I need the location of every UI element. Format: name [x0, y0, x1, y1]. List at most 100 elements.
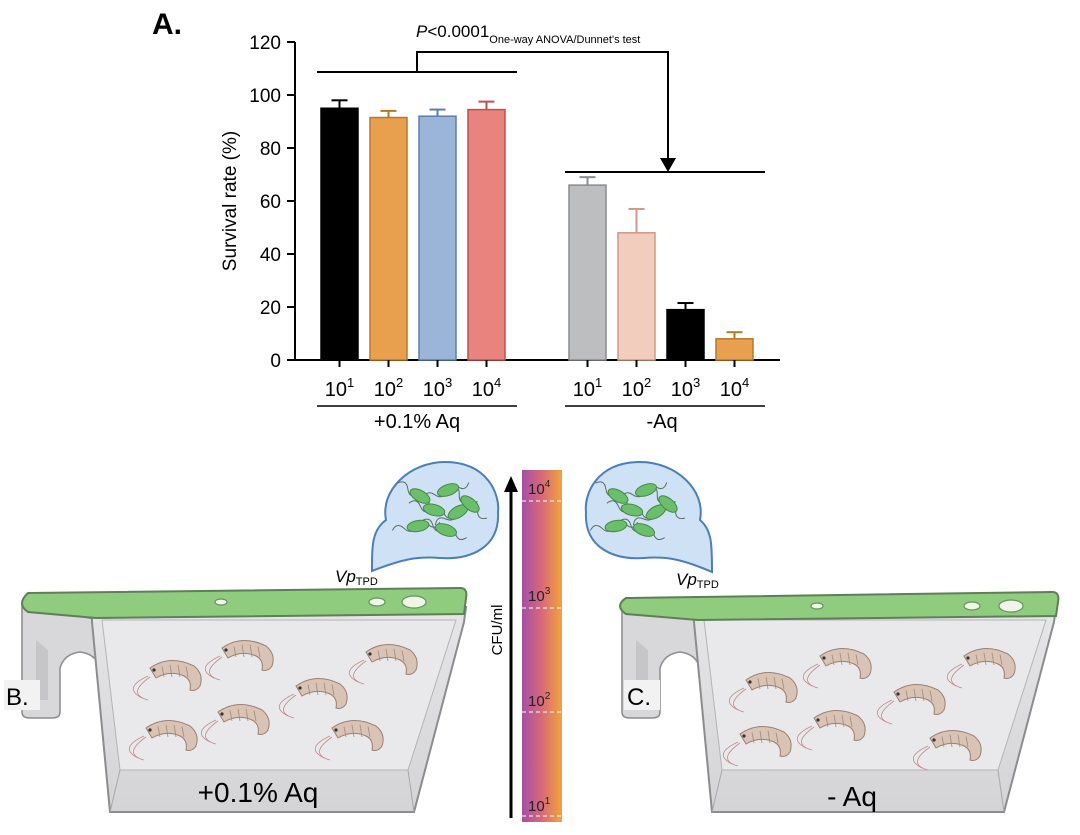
shrimp-icon — [723, 726, 792, 767]
shrimp-icon — [913, 730, 982, 771]
bar — [715, 338, 754, 361]
y-tick-label: 120 — [249, 33, 281, 54]
shrimp-icon — [279, 678, 348, 719]
lid-hole — [963, 601, 981, 611]
cfu-tick-labels: 104 103 102 101 — [528, 479, 551, 815]
lid-hole — [810, 602, 824, 610]
x-tick-label: 102 — [374, 375, 403, 401]
bacterium — [632, 523, 656, 537]
bacterium — [620, 503, 644, 517]
lid-hole — [401, 595, 427, 609]
significance-annotation: P<0.0001One-way ANOVA/Dunnet's test — [317, 22, 765, 173]
tank-lid — [21, 586, 468, 620]
x-tick-label: 103 — [671, 375, 700, 401]
bacteria-cluster-icon — [391, 481, 487, 541]
cfu-tick-label: 101 — [528, 796, 551, 815]
speech-bubble — [370, 460, 500, 573]
bacterium — [422, 503, 446, 517]
shrimp-icon — [877, 684, 946, 725]
aquarium-tank-b: B. +0.1% Aq — [4, 586, 468, 813]
bacterium — [436, 483, 460, 497]
comparison-arrowhead — [660, 158, 676, 172]
bacteria-bubble-left — [370, 460, 500, 573]
x-tick-label: 101 — [325, 375, 354, 401]
p-value-text: P<0.0001One-way ANOVA/Dunnet's test — [416, 22, 640, 46]
tank-edge — [109, 769, 121, 813]
tank-edge — [711, 769, 723, 813]
tank-lid — [619, 590, 1060, 622]
bar — [617, 232, 656, 361]
cfu-tick-label: 104 — [528, 479, 551, 498]
x-tick-label: 102 — [622, 375, 651, 401]
bacterium — [434, 523, 458, 537]
y-tick-label: 80 — [260, 139, 281, 160]
cfu-axis-label: CFU/ml — [489, 605, 506, 656]
x-tick-label: 104 — [720, 375, 749, 401]
comparison-arrow-line — [416, 51, 669, 160]
y-tick-label: 40 — [260, 245, 281, 266]
shrimp-group — [723, 648, 1016, 771]
shrimp-icon — [349, 644, 418, 685]
shrimp-icon — [201, 704, 270, 745]
panel-a-label: A. — [152, 8, 182, 41]
bar — [418, 115, 457, 361]
tank-edge — [997, 769, 1005, 813]
x-tick-label: 103 — [423, 375, 452, 401]
y-tick-label: 20 — [260, 298, 281, 319]
bar — [467, 108, 506, 361]
shrimp-icon — [315, 720, 384, 761]
panel-b-label: B. — [6, 684, 29, 711]
tank-c-label: - Aq — [827, 781, 877, 812]
shrimp-icon — [129, 720, 198, 761]
y-tick-label: 100 — [249, 86, 281, 107]
cfu-gradient-fill — [522, 470, 562, 822]
panel-b-label-bg — [4, 680, 40, 710]
p-threshold: <0.0001 — [427, 22, 489, 41]
tank-inner-wall — [101, 619, 457, 771]
bars-layer — [320, 99, 754, 361]
x-tick-labels: 101 102 103 104 101 102 103 104 — [325, 360, 749, 401]
shrimp-icon — [947, 648, 1016, 689]
bar — [568, 184, 607, 361]
cfu-gradient-bar: 104 103 102 101 CFU/ml — [489, 470, 562, 822]
shrimp-icon — [797, 710, 866, 751]
bacteria-bubble-right — [584, 460, 714, 574]
lid-hole — [214, 598, 228, 606]
shrimp-icon — [803, 648, 872, 689]
panel-c-label-bg — [624, 680, 660, 710]
group2-label: -Aq — [646, 411, 677, 433]
cfu-tick-label: 102 — [528, 691, 551, 710]
shrimp-group — [129, 640, 418, 761]
bacterium — [634, 483, 658, 497]
lid-hole — [998, 599, 1024, 613]
bacterium — [406, 519, 430, 533]
bar — [369, 116, 408, 361]
lid-hole — [368, 597, 386, 607]
bacterium — [409, 488, 431, 504]
aquarium-tank-c: C. - Aq — [619, 590, 1060, 813]
shrimp-icon — [205, 640, 274, 681]
x-tick-label: 104 — [472, 375, 501, 401]
y-tick-label: 60 — [260, 192, 281, 213]
y-axis-label: Survival rate (%) — [220, 131, 241, 271]
shrimp-icon — [133, 660, 202, 701]
pathogen-label-b: VpTPD — [335, 567, 378, 588]
pathogen-label-c: VpTPD — [676, 570, 719, 591]
bacterium — [607, 488, 629, 504]
panel-c-label: C. — [627, 684, 651, 711]
x-tick-label: 101 — [573, 375, 602, 401]
bacteria-cluster-icon — [589, 481, 685, 541]
bacterium — [604, 519, 628, 533]
bar — [666, 308, 705, 361]
tank-edge — [407, 769, 415, 813]
bacterium — [658, 495, 678, 513]
p-italic: P — [416, 22, 428, 41]
tank-b-label: +0.1% Aq — [198, 777, 319, 808]
tank-inner-wall — [703, 619, 1047, 771]
shrimp-icon — [729, 672, 798, 713]
cfu-tick-label: 103 — [528, 586, 551, 605]
group1-label: +0.1% Aq — [374, 411, 460, 433]
stat-test-name: One-way ANOVA/Dunnet's test — [489, 34, 640, 46]
